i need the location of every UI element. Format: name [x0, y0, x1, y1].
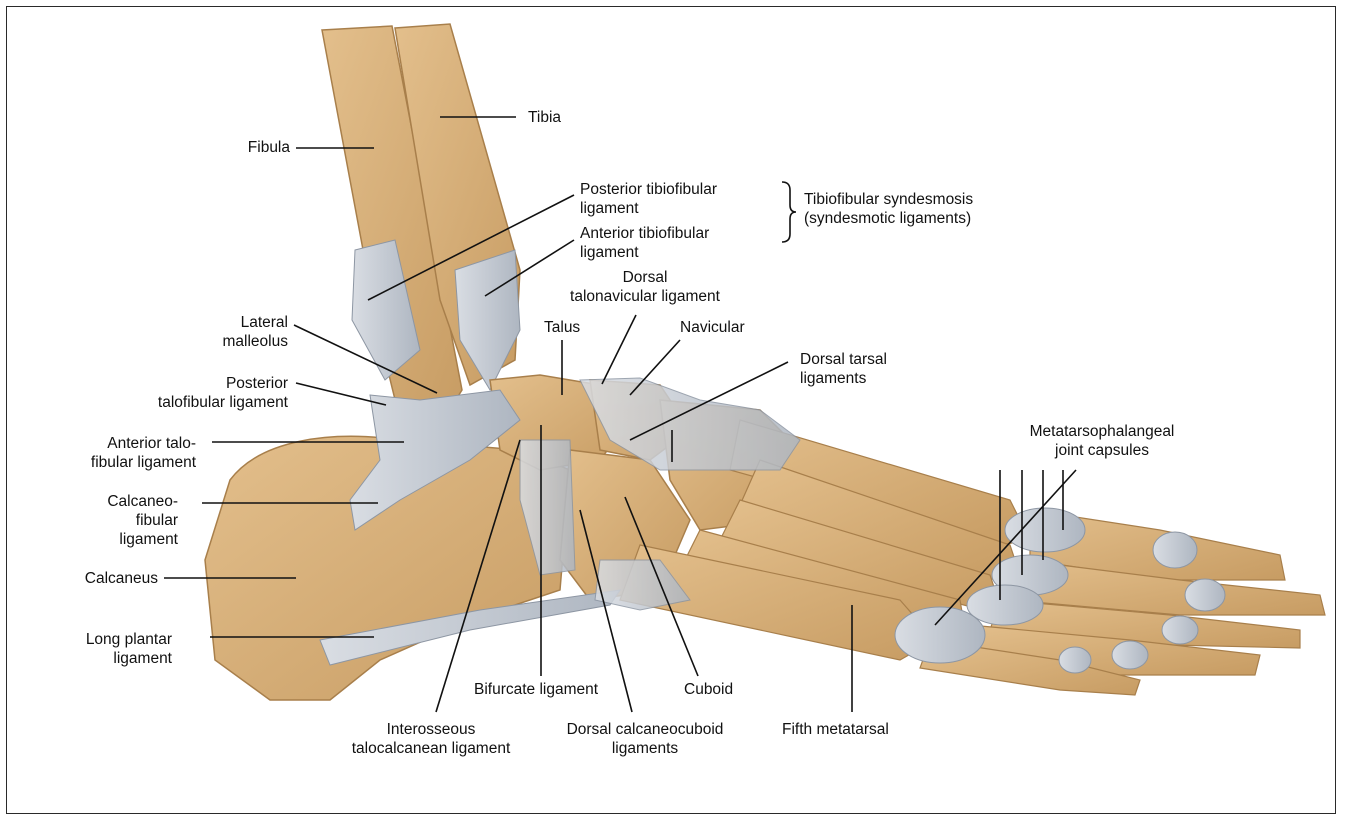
label-metatarsophalangeal-joint-capsules: Metatarsophalangeal joint capsules	[1029, 423, 1175, 459]
lateral-ankle-ligaments-shape	[349, 389, 521, 531]
leader-dorsal-tarsal	[629, 361, 789, 441]
label-talus: Talus	[544, 319, 581, 336]
calcaneocuboid-ligaments-shape	[519, 439, 576, 576]
label-tibia: Tibia	[528, 109, 562, 126]
label-dorsal-tarsal-ligaments: Dorsal tarsal ligaments	[800, 351, 887, 387]
label-fifth-metatarsal: Fifth metatarsal	[782, 721, 889, 738]
label-calcaneofibular-ligament: Calcaneo- fibular ligament	[107, 493, 178, 548]
label-cuboid: Cuboid	[684, 681, 734, 698]
label-calcaneus: Calcaneus	[84, 570, 158, 587]
ip-capsule-4	[1111, 640, 1149, 670]
leader-lines	[164, 116, 1077, 713]
ip-capsule-3	[1161, 615, 1199, 645]
mtp-capsule-5	[894, 606, 986, 664]
label-posterior-tibiofibular-ligament: Posterior tibiofibular ligament	[580, 181, 717, 217]
posterior-tibiofibular-ligament-shape	[351, 239, 421, 381]
syndesmosis-bracket	[781, 181, 797, 243]
label-fibula: Fibula	[247, 139, 290, 156]
leader-ant-tibiofibular	[484, 239, 575, 297]
label-anterior-talofibular-ligament: Anterior talo- fibular ligament	[90, 435, 196, 471]
long-plantar-ligament-shape	[319, 589, 622, 666]
leader-interosseous	[435, 439, 521, 713]
leader-post-tibiofibular	[367, 194, 575, 301]
leader-navicular	[629, 339, 681, 396]
leader-lateral-malleolus	[293, 324, 438, 394]
leader-dorsal-calcaneocuboid	[579, 509, 633, 713]
label-anterior-tibiofibular-ligament: Anterior tibiofibular ligament	[580, 225, 710, 261]
mtp-capsule-3	[966, 584, 1044, 626]
label-dorsal-calcaneocuboid-ligaments: Dorsal calcaneocuboid ligaments	[566, 721, 724, 757]
ip-capsule-2	[1184, 578, 1226, 612]
leader-post-talofibular	[295, 382, 387, 406]
label-interosseous-talocalcanean-ligament: Interosseous talocalcanean ligament	[351, 721, 511, 757]
label-lateral-malleolus: Lateral malleolus	[222, 314, 288, 350]
ip-capsule-1	[1152, 531, 1198, 569]
label-bifurcate-ligament: Bifurcate ligament	[474, 681, 599, 698]
label-posterior-talofibular-ligament: Posterior talofibular ligament	[157, 375, 288, 411]
ip-capsule-5	[1058, 646, 1092, 674]
label-dorsal-talonavicular-ligament: Dorsal talonavicular ligament	[570, 269, 720, 305]
leader-metatarsophalangeal	[934, 469, 1077, 626]
leader-cuboid	[624, 496, 699, 677]
label-navicular: Navicular	[680, 319, 745, 336]
label-tibiofibular-syndesmosis: Tibiofibular syndesmosis (syndesmotic li…	[804, 191, 974, 227]
leader-dorsal-talonavicular	[601, 314, 637, 385]
mtp-capsule-1	[1004, 507, 1086, 553]
dorsal-tarsal-ligaments-shape	[579, 377, 801, 471]
label-long-plantar-ligament: Long plantar ligament	[85, 631, 172, 667]
